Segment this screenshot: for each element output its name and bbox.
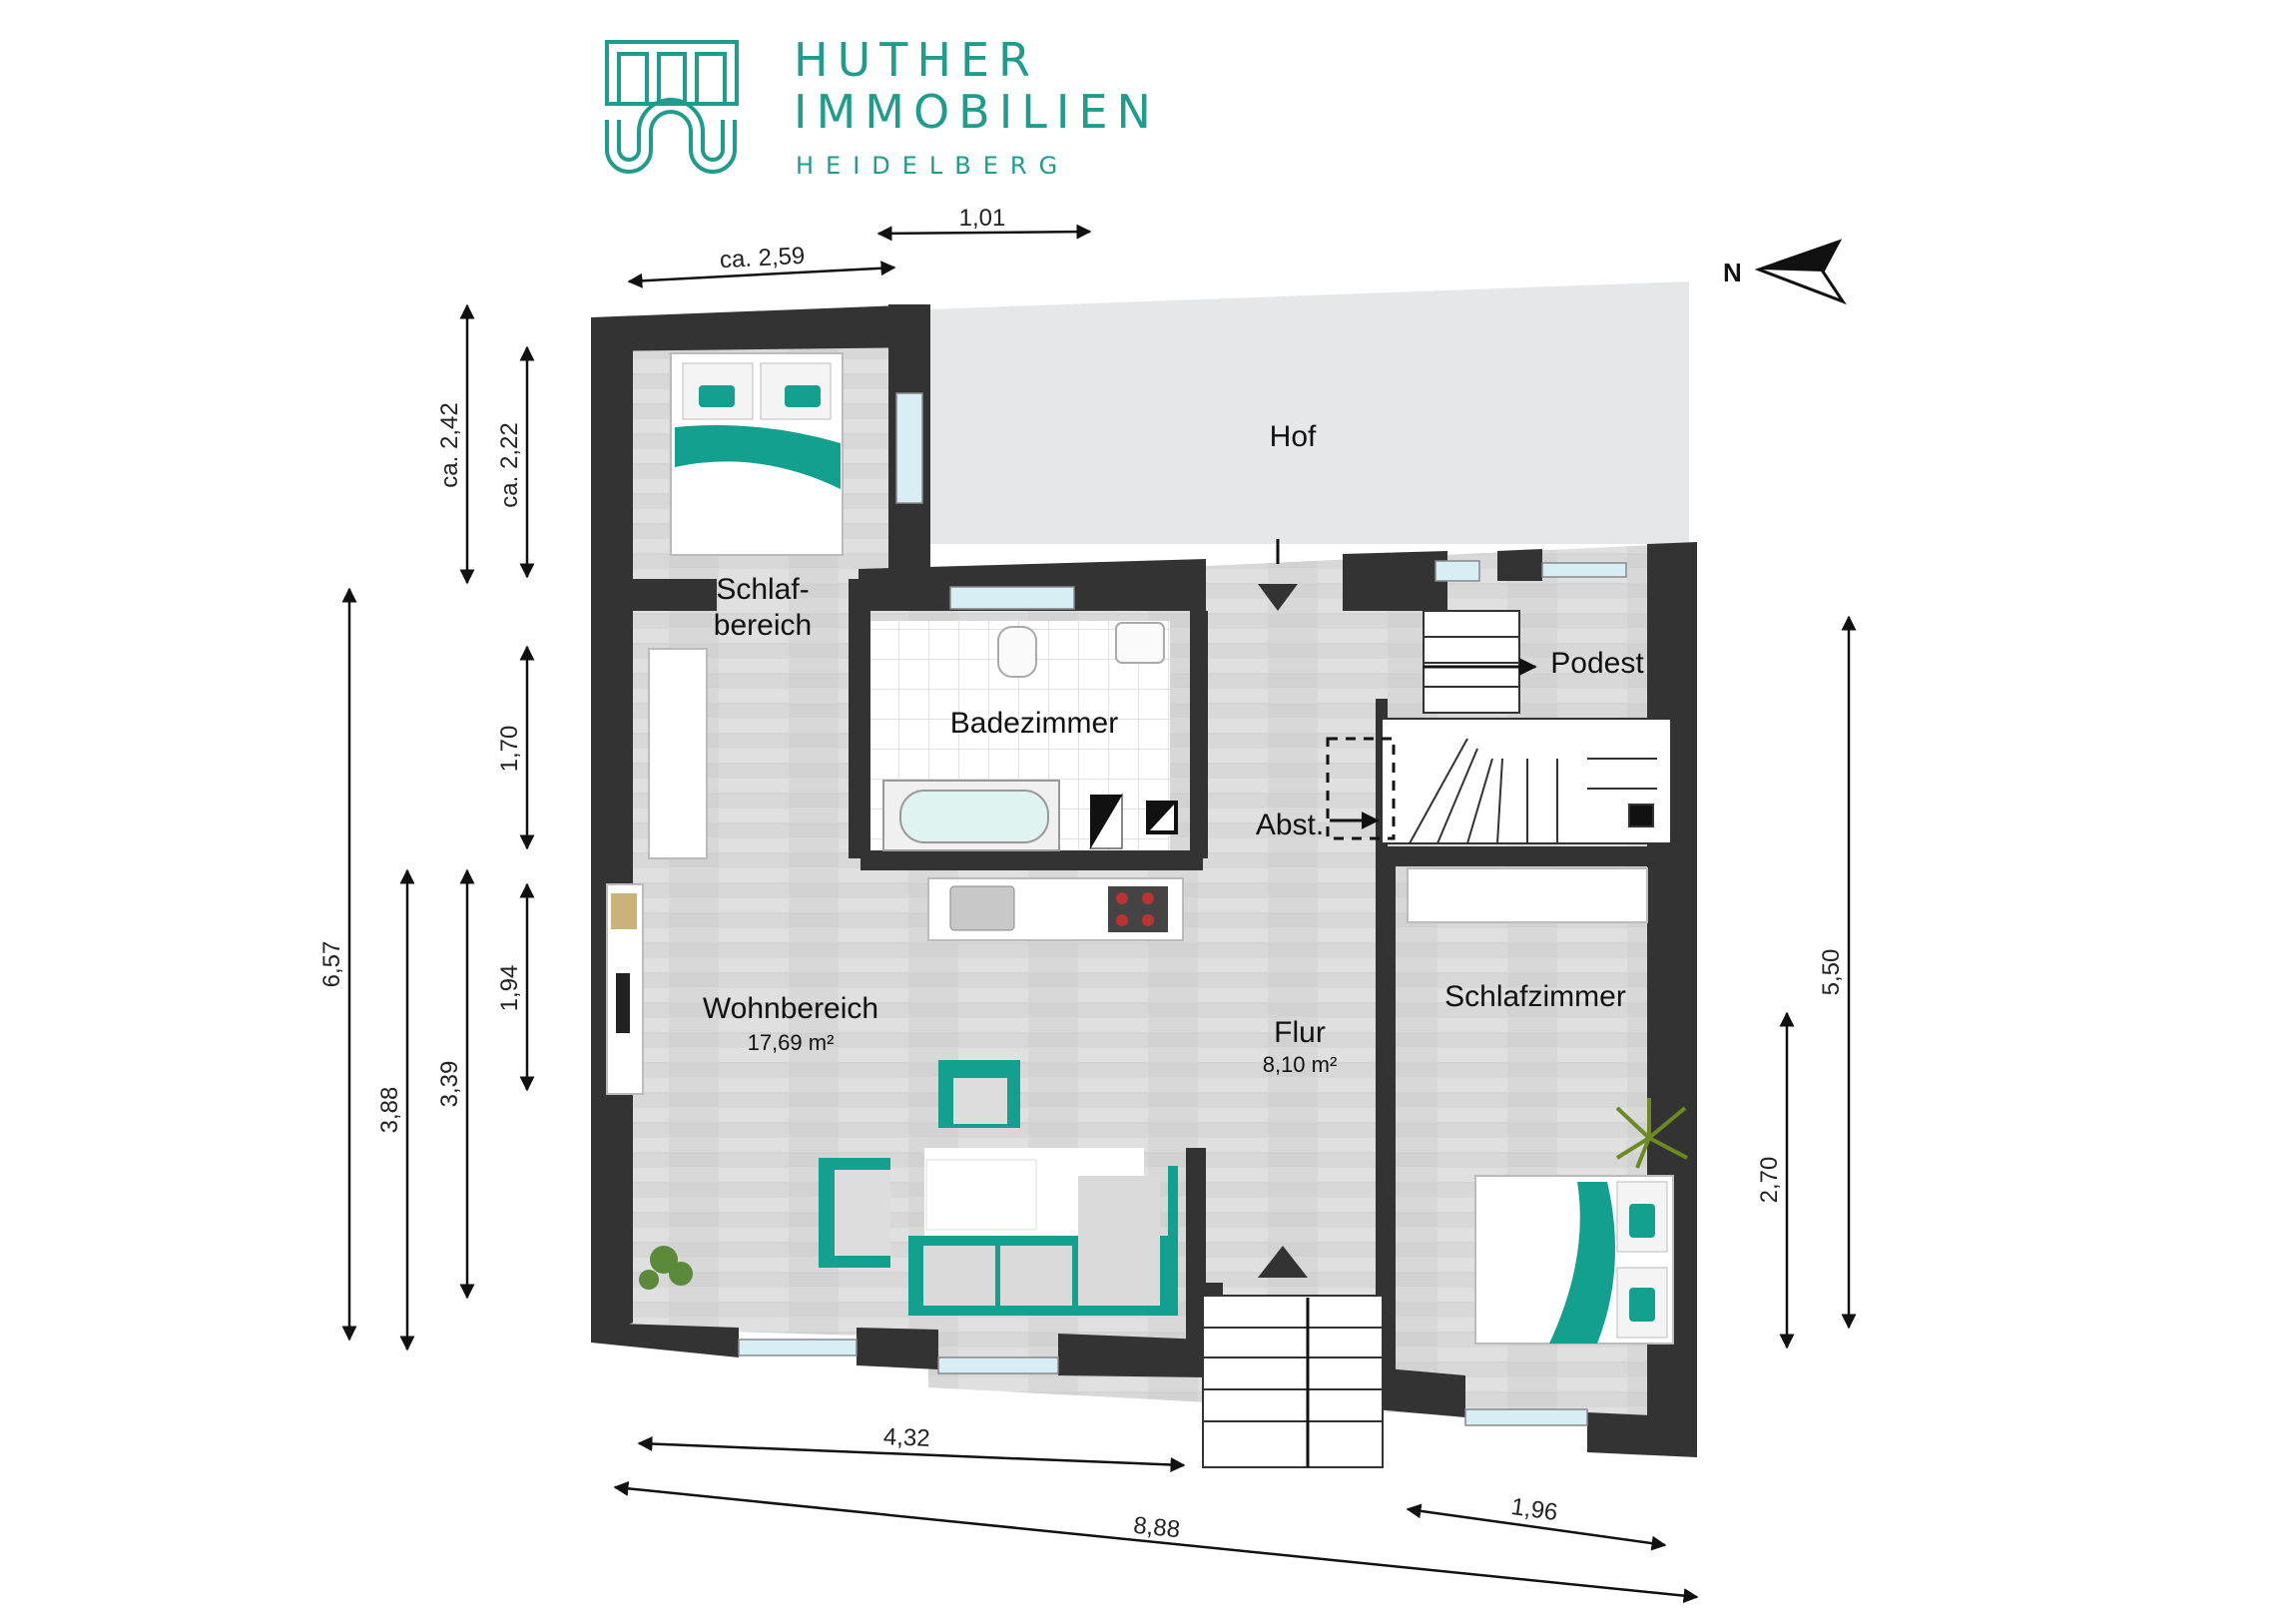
dim-left-a: ca. 2,42 <box>436 402 463 487</box>
label-wohnbereich: Wohnbereich <box>703 992 878 1025</box>
room-labels: Hof Schlaf- bereich Badezimmer Podest Ab… <box>703 420 1644 1077</box>
label-schlafbereich-line-1: Schlaf- <box>716 573 809 606</box>
label-flur-area: 8,10 m² <box>1263 1052 1338 1077</box>
label-badezimmer: Badezimmer <box>950 707 1118 740</box>
dim-right-a: 5,50 <box>1818 949 1845 996</box>
label-flur: Flur <box>1274 1016 1326 1049</box>
walls <box>591 304 1697 1457</box>
label-abst: Abst. <box>1256 809 1324 841</box>
wardrobe <box>648 648 708 859</box>
plant-icon <box>639 1246 693 1290</box>
brand-line-3: HEIDELBERG <box>796 152 1069 180</box>
label-hof: Hof <box>1270 420 1317 453</box>
living-furniture <box>606 883 1178 1316</box>
dim-bottom-c: 1,96 <box>1509 1493 1559 1526</box>
logo: HUTHER IMMOBILIEN HEIDELBERG <box>605 33 1160 180</box>
kitchen-counter <box>927 877 1184 941</box>
dim-left-f: 3,88 <box>376 1087 403 1134</box>
dim-left-c: 1,70 <box>496 726 523 773</box>
dimension-labels: 1,01 ca. 2,59 ca. 2,42 ca. 2,22 1,70 6,5… <box>318 205 1845 1543</box>
courtyard-hof <box>928 281 1689 544</box>
label-schlafzimmer: Schlafzimmer <box>1444 980 1626 1013</box>
dim-bottom-b: 8,88 <box>1132 1512 1181 1544</box>
dimension-lines <box>341 224 1857 1604</box>
plant-icon <box>1615 1098 1688 1169</box>
dim-top-1: 1,01 <box>959 205 1006 232</box>
logo-mark-icon <box>605 40 739 174</box>
dim-bottom-a: 4,32 <box>882 1423 930 1452</box>
dim-left-e: 1,94 <box>496 965 523 1012</box>
compass: N <box>1723 239 1847 305</box>
dim-left-d: 6,57 <box>318 941 345 988</box>
bath-fixtures <box>882 622 1178 851</box>
brand-line-2: IMMOBILIEN <box>794 85 1160 139</box>
label-podest: Podest <box>1550 647 1644 680</box>
dim-left-b: ca. 2,22 <box>496 422 523 507</box>
label-wohnbereich-area: 17,69 m² <box>748 1030 835 1055</box>
dim-top-2: ca. 2,59 <box>719 243 806 273</box>
dim-right-b: 2,70 <box>1756 1157 1783 1204</box>
windows <box>738 392 1627 1426</box>
label-schlafbereich-line-2: bereich <box>714 609 812 642</box>
brand-line-1: HUTHER <box>794 33 1039 87</box>
abstellraum <box>1326 737 1396 840</box>
compass-north-label: N <box>1723 258 1742 287</box>
door-arrows <box>1258 539 1310 1467</box>
upper-bed <box>670 352 844 556</box>
bedroom-furniture <box>1407 867 1688 1345</box>
dim-left-g: 3,39 <box>436 1061 463 1108</box>
stairs <box>1202 610 1672 1468</box>
